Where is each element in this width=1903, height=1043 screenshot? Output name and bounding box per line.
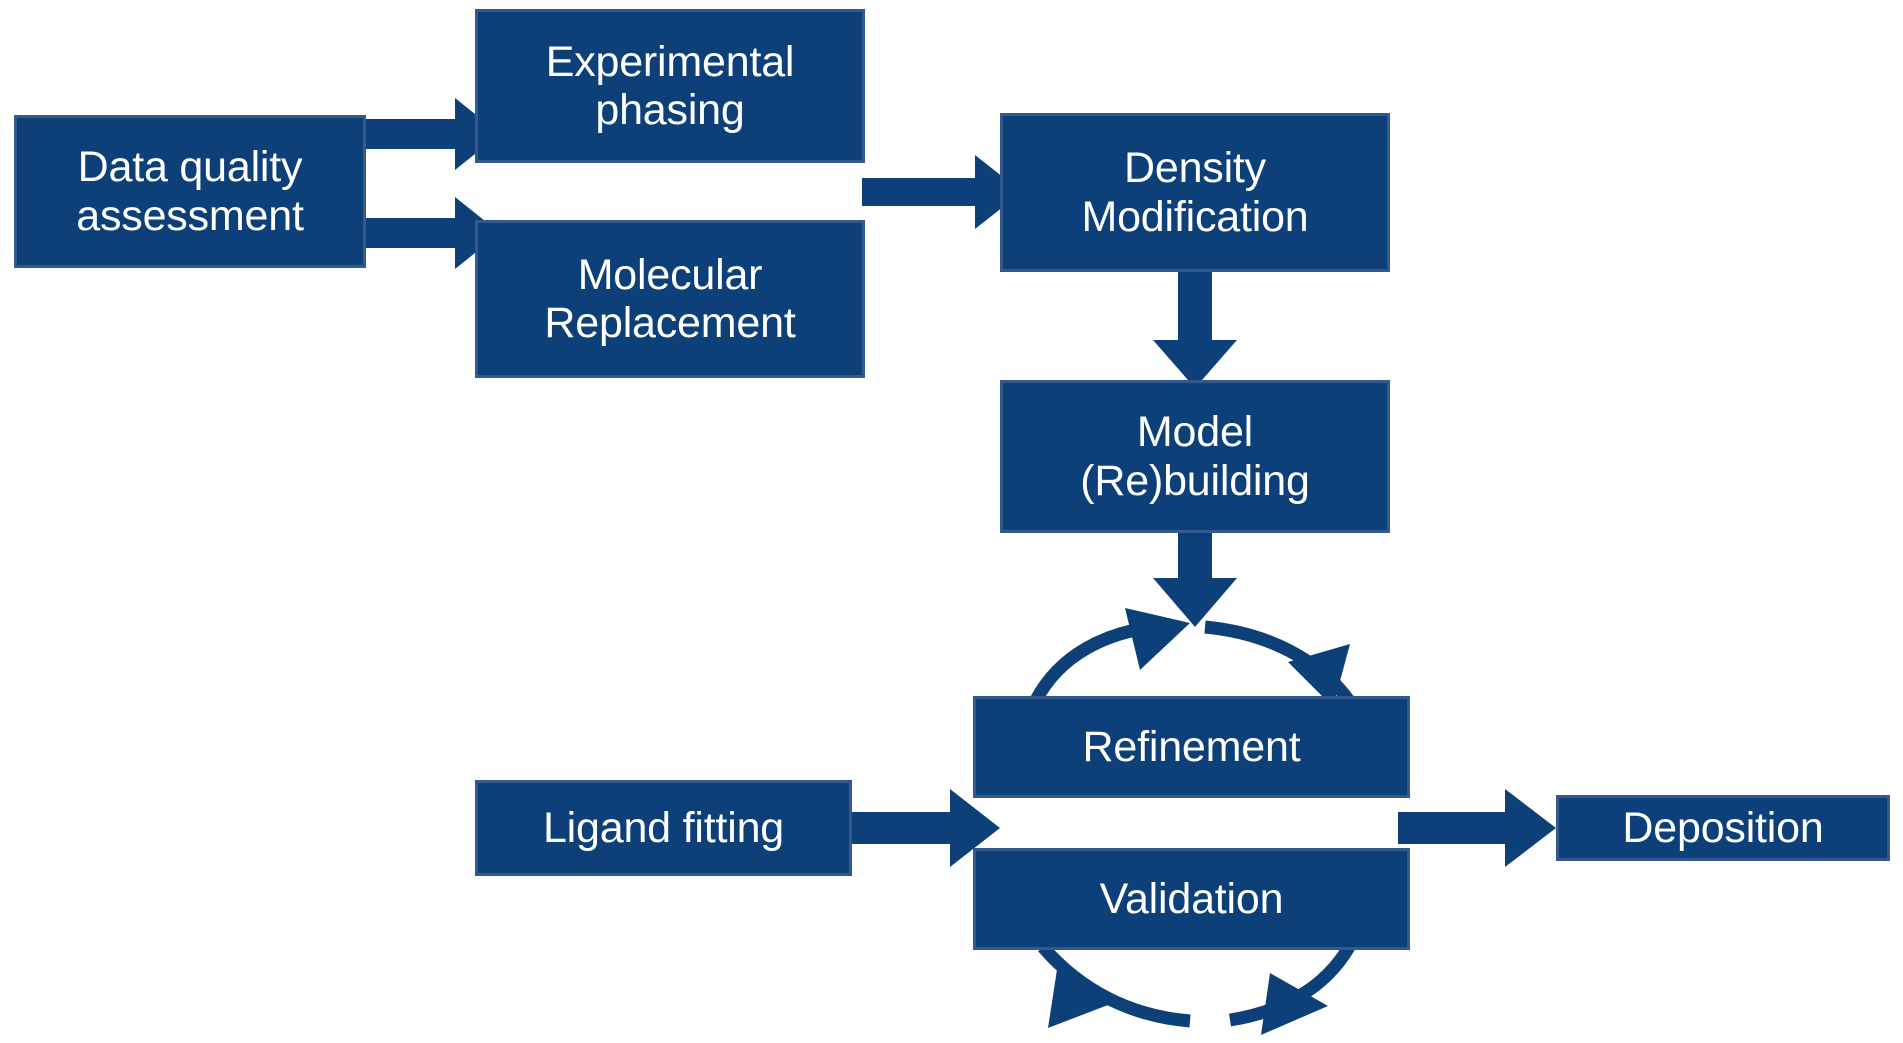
node-data-quality-assessment[interactable]: Data quality assessment: [14, 115, 366, 268]
arrow-model-rebuilding-to-cycle: [1153, 528, 1237, 627]
arrow-density-modification-to-model-rebuilding: [1153, 268, 1237, 388]
cycle-arc-top-right-icon: [1204, 620, 1356, 707]
node-model-rebuilding[interactable]: Model (Re)building: [1000, 380, 1390, 533]
node-deposition[interactable]: Deposition: [1556, 795, 1890, 861]
node-molecular-replacement[interactable]: Molecular Replacement: [475, 220, 865, 378]
node-validation[interactable]: Validation: [973, 848, 1410, 950]
node-ligand-fitting[interactable]: Ligand fitting: [475, 780, 852, 876]
cycle-arc-top-left-icon: [1030, 608, 1190, 704]
arrow-cycle-to-deposition: [1398, 789, 1556, 867]
cycle-arc-bottom-left-icon: [1038, 942, 1191, 1028]
arrow-phasing-to-density-modification: [862, 155, 1022, 229]
node-density-modification[interactable]: Density Modification: [1000, 113, 1390, 272]
node-experimental-phasing[interactable]: Experimental phasing: [475, 9, 865, 163]
node-refinement[interactable]: Refinement: [973, 696, 1410, 798]
cycle-arc-bottom-right-icon: [1229, 943, 1355, 1035]
